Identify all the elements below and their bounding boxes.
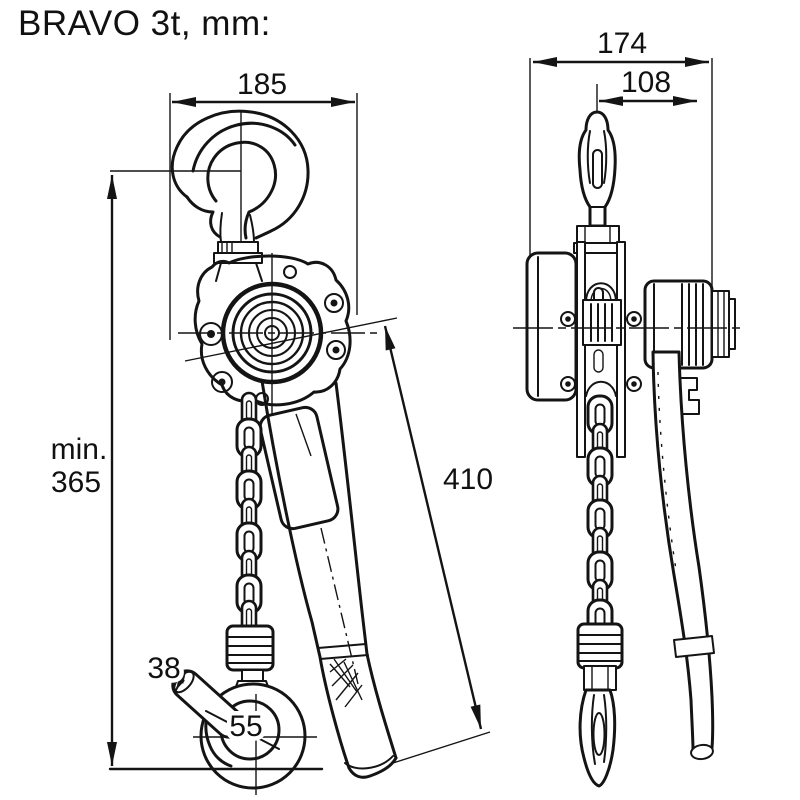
dimension-174: 174 [529,27,713,292]
hoist-body-side [513,241,745,458]
gear-housing-front [178,253,380,414]
bottom-hook-side [578,665,617,788]
dimension-108: 108 [599,62,697,106]
chain-stopper-front [225,624,275,672]
dimension-38: 38 [143,648,187,691]
lever-arm-front [258,379,398,779]
load-chain-side [586,394,614,640]
top-hook-front [170,109,310,264]
front-view [170,109,398,795]
dim-185-label: 185 [237,68,287,101]
top-hook-side [573,84,623,254]
dim-174-label: 174 [597,27,647,60]
dimension-410: 410 [184,317,498,764]
dim-55-label: 55 [229,710,262,743]
dim-min365-prefix: min. [51,433,108,466]
chain-stopper-side [576,622,624,670]
dimension-min365: min. 365 [51,170,324,771]
dim-410-label: 410 [443,463,493,496]
dim-min365-label: 365 [51,466,101,499]
dimension-55: 55 [205,706,280,750]
dimension-185: 185 [169,68,358,340]
diagram-title: BRAVO 3t, mm: [18,4,271,43]
load-chain-front [235,391,263,637]
dim-108-label: 108 [621,66,671,99]
dim-38-label: 38 [147,652,180,685]
hand-lever-side [651,350,715,761]
side-view [513,84,745,788]
